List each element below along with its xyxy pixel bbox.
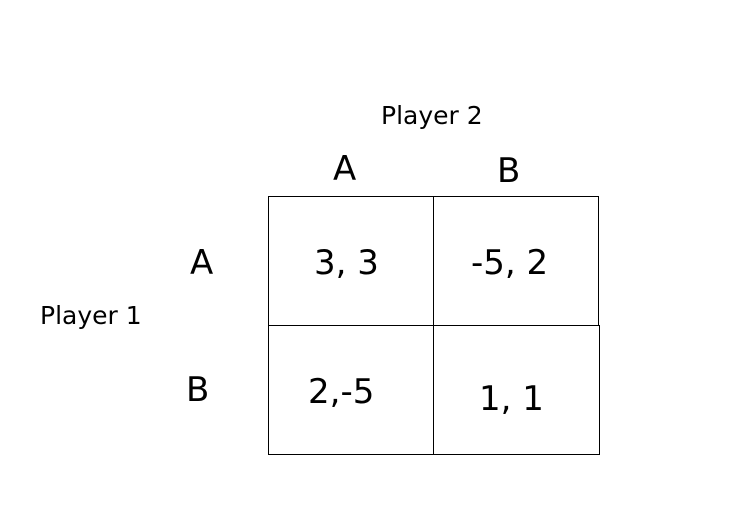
column-strategy-a-label: A [333, 149, 357, 189]
row-strategy-b-label: B [186, 370, 210, 410]
payoff-cell-a-b: -5, 2 [433, 196, 599, 327]
row-player-label: Player 1 [40, 301, 142, 330]
payoff-value-a-b: -5, 2 [471, 243, 549, 283]
payoff-cell-b-a: 2,-5 [268, 325, 435, 455]
payoff-cell-a-a: 3, 3 [268, 196, 435, 327]
column-strategy-b-label: B [497, 151, 521, 191]
payoff-value-b-b: 1, 1 [479, 379, 544, 419]
row-strategy-a-label: A [190, 243, 214, 283]
payoff-value-a-a: 3, 3 [314, 243, 379, 283]
payoff-cell-b-b: 1, 1 [433, 325, 600, 455]
column-player-label: Player 2 [381, 101, 483, 130]
payoff-value-b-a: 2,-5 [308, 372, 375, 412]
